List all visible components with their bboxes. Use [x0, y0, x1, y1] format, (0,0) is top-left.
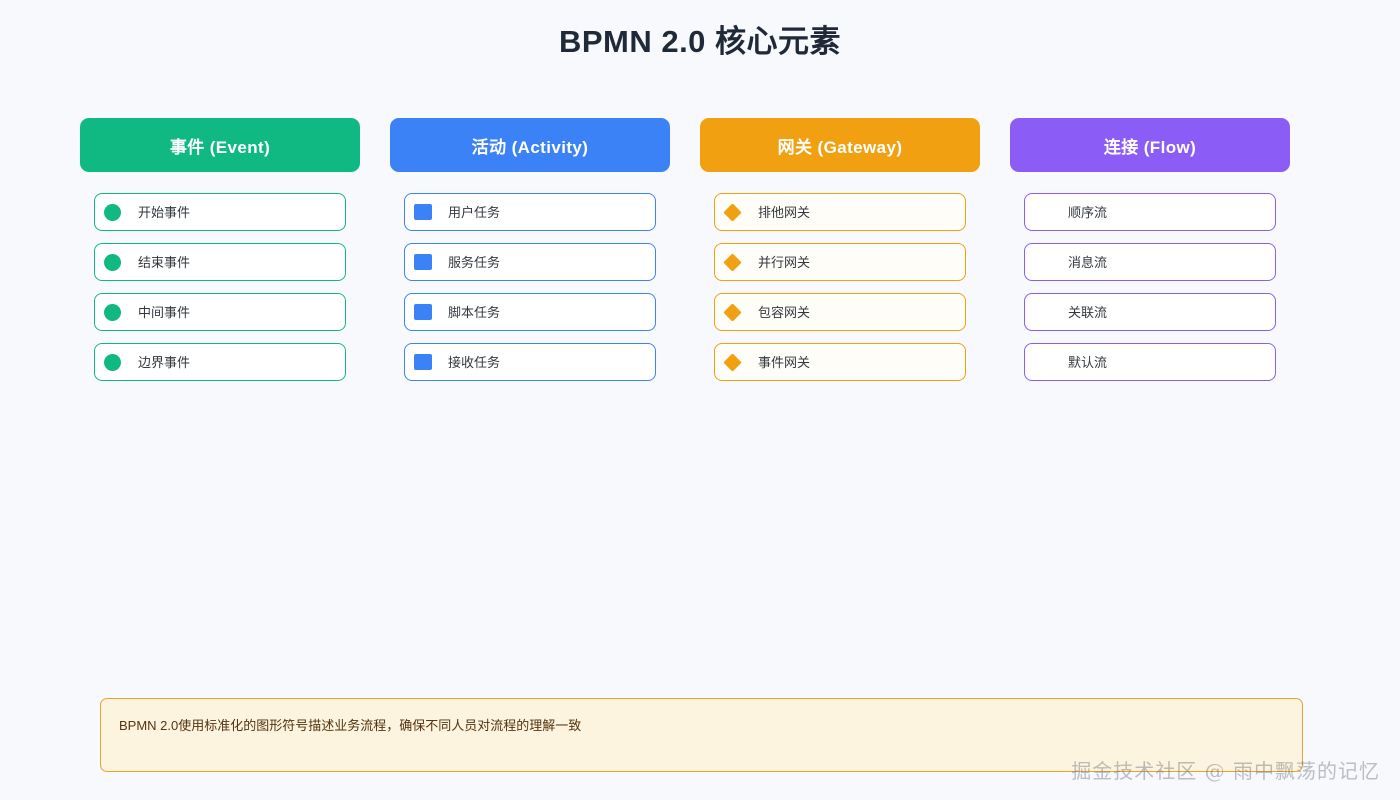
list-item[interactable]: 开始事件: [94, 193, 346, 231]
column-header-flow[interactable]: 连接 (Flow): [1010, 118, 1290, 172]
list-item-label: 默认流: [1068, 354, 1108, 370]
gateway-diamond-icon: [723, 252, 758, 272]
list-item[interactable]: 默认流: [1024, 343, 1276, 381]
column-items-gateway: 排他网关并行网关包容网关事件网关: [700, 193, 980, 381]
list-item[interactable]: 中间事件: [94, 293, 346, 331]
page-title: BPMN 2.0 核心元素: [558, 24, 842, 59]
column-header-gateway[interactable]: 网关 (Gateway): [700, 118, 980, 172]
list-item[interactable]: 服务任务: [404, 243, 656, 281]
footer-note-text: BPMN 2.0使用标准化的图形符号描述业务流程，确保不同人员对流程的理解一致: [119, 718, 582, 733]
list-item-label: 脚本任务: [448, 304, 501, 320]
column-items-activity: 用户任务服务任务脚本任务接收任务: [390, 193, 670, 381]
list-item-label: 消息流: [1068, 254, 1108, 270]
list-item-label: 服务任务: [448, 254, 501, 270]
gateway-diamond-icon: [723, 302, 758, 322]
list-item[interactable]: 排他网关: [714, 193, 966, 231]
activity-square-icon: [414, 254, 448, 270]
gateway-diamond-icon: [723, 352, 758, 372]
list-item[interactable]: 脚本任务: [404, 293, 656, 331]
event-circle-icon: [104, 203, 138, 221]
column-header-activity[interactable]: 活动 (Activity): [390, 118, 670, 172]
column-event: 事件 (Event) 开始事件结束事件中间事件边界事件: [80, 118, 360, 381]
element-columns: 事件 (Event)开始事件结束事件中间事件边界事件活动 (Activity)用…: [80, 118, 1290, 381]
list-item-label: 结束事件: [138, 254, 191, 270]
footer-note-box: BPMN 2.0使用标准化的图形符号描述业务流程，确保不同人员对流程的理解一致: [100, 698, 1303, 772]
column-header-event[interactable]: 事件 (Event): [80, 118, 360, 172]
column-gateway: 网关 (Gateway) 排他网关并行网关包容网关事件网关: [700, 118, 980, 381]
list-item-label: 边界事件: [138, 354, 191, 370]
list-item-label: 并行网关: [758, 254, 811, 270]
list-item[interactable]: 事件网关: [714, 343, 966, 381]
column-flow: 连接 (Flow) 顺序流消息流关联流默认流: [1010, 118, 1290, 381]
list-item[interactable]: 并行网关: [714, 243, 966, 281]
list-item[interactable]: 包容网关: [714, 293, 966, 331]
list-item[interactable]: 顺序流: [1024, 193, 1276, 231]
list-item[interactable]: 用户任务: [404, 193, 656, 231]
list-item-label: 事件网关: [758, 354, 811, 370]
list-item[interactable]: 关联流: [1024, 293, 1276, 331]
list-item-label: 用户任务: [448, 204, 501, 220]
column-activity: 活动 (Activity) 用户任务服务任务脚本任务接收任务: [390, 118, 670, 381]
column-items-event: 开始事件结束事件中间事件边界事件: [80, 193, 360, 381]
activity-square-icon: [414, 354, 448, 370]
list-item[interactable]: 消息流: [1024, 243, 1276, 281]
list-item[interactable]: 结束事件: [94, 243, 346, 281]
list-item-label: 开始事件: [138, 204, 191, 220]
list-item-label: 包容网关: [758, 304, 811, 320]
event-circle-icon: [104, 253, 138, 271]
list-item-label: 顺序流: [1068, 204, 1108, 220]
activity-square-icon: [414, 304, 448, 320]
event-circle-icon: [104, 303, 138, 321]
event-circle-icon: [104, 353, 138, 371]
list-item-label: 中间事件: [138, 304, 191, 320]
list-item[interactable]: 边界事件: [94, 343, 346, 381]
list-item[interactable]: 接收任务: [404, 343, 656, 381]
activity-square-icon: [414, 204, 448, 220]
list-item-label: 关联流: [1068, 304, 1108, 320]
gateway-diamond-icon: [723, 202, 758, 222]
list-item-label: 排他网关: [758, 204, 811, 220]
column-items-flow: 顺序流消息流关联流默认流: [1010, 193, 1290, 381]
list-item-label: 接收任务: [448, 354, 501, 370]
